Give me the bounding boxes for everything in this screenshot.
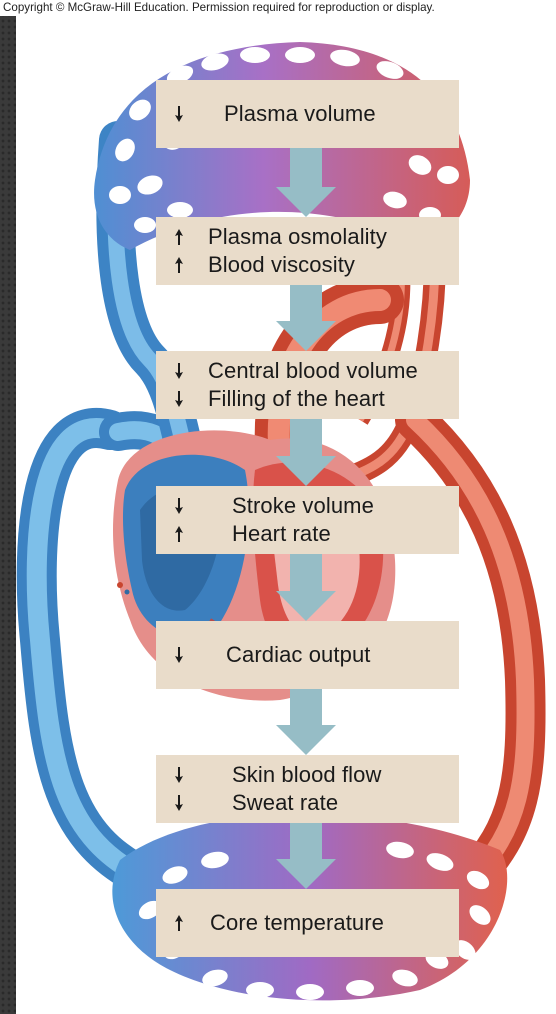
step-text: Plasma volume — [224, 101, 376, 126]
decrease-arrow-icon — [172, 646, 186, 664]
step-box-5: Cardiac output — [156, 621, 459, 689]
decrease-arrow-icon — [172, 794, 186, 812]
step-line: Blood viscosity — [172, 251, 387, 279]
flow-arrow-3 — [276, 419, 336, 486]
decrease-arrow-icon — [172, 766, 186, 784]
flow-arrow-1 — [276, 148, 336, 217]
step-box-1: Plasma volume — [156, 80, 459, 148]
step-line: Central blood volume — [172, 357, 418, 385]
step-line: Heart rate — [172, 520, 374, 548]
step-text: Heart rate — [232, 521, 331, 546]
flow-arrow-2 — [276, 285, 336, 351]
step-text: Central blood volume — [208, 358, 418, 383]
step-text: Sweat rate — [232, 790, 339, 815]
copyright-notice: Copyright © McGraw-Hill Education. Permi… — [0, 0, 556, 16]
step-text: Cardiac output — [226, 642, 371, 667]
increase-arrow-icon — [172, 228, 186, 246]
step-text: Core temperature — [210, 910, 385, 935]
step-text: Blood viscosity — [208, 252, 356, 277]
decrease-arrow-icon — [172, 390, 186, 408]
increase-arrow-icon — [172, 914, 186, 932]
flow-arrow-6 — [276, 823, 336, 889]
flow-arrows — [276, 148, 336, 889]
increase-arrow-icon — [172, 525, 186, 543]
step-line: Sweat rate — [172, 789, 381, 817]
decrease-arrow-icon — [172, 497, 186, 515]
step-line: Cardiac output — [172, 641, 371, 669]
step-line: Plasma volume — [172, 100, 376, 128]
step-line: Stroke volume — [172, 492, 374, 520]
step-text: Plasma osmolality — [208, 224, 387, 249]
step-line: Skin blood flow — [172, 761, 381, 789]
step-text: Stroke volume — [232, 493, 374, 518]
decrease-arrow-icon — [172, 105, 186, 123]
step-box-7: Core temperature — [156, 889, 459, 957]
flow-arrow-5 — [276, 689, 336, 755]
step-text: Skin blood flow — [232, 762, 382, 787]
step-line: Plasma osmolality — [172, 223, 387, 251]
step-text: Filling of the heart — [208, 386, 385, 411]
increase-arrow-icon — [172, 256, 186, 274]
decrease-arrow-icon — [172, 362, 186, 380]
flow-arrow-4 — [276, 554, 336, 621]
step-line: Filling of the heart — [172, 385, 418, 413]
step-line: Core temperature — [172, 909, 384, 937]
